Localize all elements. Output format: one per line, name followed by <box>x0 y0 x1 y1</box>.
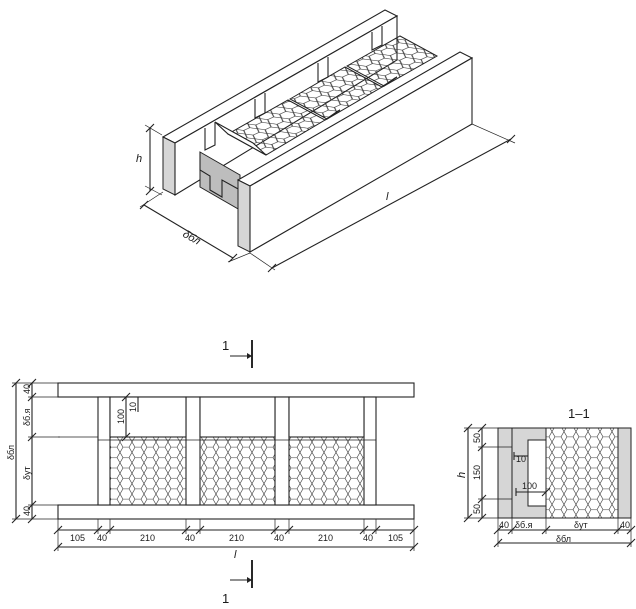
iso-label-length: l <box>386 191 389 203</box>
section-bottom-dim-0: 40 <box>499 520 509 530</box>
plan-diaphragm-4 <box>363 396 377 506</box>
plan-bottom-dim-3: 40 <box>185 533 195 543</box>
iso-back-wall-face <box>162 136 176 196</box>
plan-bottom-dim-5: 40 <box>274 533 284 543</box>
section-title: 1–1 <box>568 406 590 421</box>
section-bottom-dim-3: 40 <box>620 520 630 530</box>
section-inner-dim-10: 10 <box>516 454 526 464</box>
plan-diaphragm-1 <box>97 396 111 506</box>
section-bridge <box>511 427 547 519</box>
plan-bottom-dim-8: 105 <box>388 533 403 543</box>
plan-bottom-total: l <box>234 549 237 561</box>
section-insulation <box>545 427 619 519</box>
plan-insulation-2 <box>199 436 276 506</box>
plan-diaphragm-2 <box>185 396 201 506</box>
plan-left-dim-3: 40 <box>22 506 32 516</box>
iso-front-wall-end <box>237 179 251 253</box>
section-bottom-dim-2: δут <box>574 520 588 530</box>
section-inner-dim-100: 100 <box>522 481 537 491</box>
section-right-shell <box>617 427 632 519</box>
plan-diaphragm-3 <box>274 396 290 506</box>
isometric-view: h δбл l <box>136 9 516 273</box>
iso-label-width: δбл <box>181 228 203 248</box>
section-view: 1–1 50 150 50 h 10 <box>456 406 636 548</box>
section-bottom-dim-1: δб.я <box>515 520 533 530</box>
plan-bottom-dim-2: 210 <box>140 533 155 543</box>
plan-left-dim-0: 40 <box>22 384 32 394</box>
plan-top-wall <box>57 382 415 398</box>
plan-bottom-wall <box>57 504 415 520</box>
iso-fill-slab-3 <box>345 35 439 87</box>
plan-inner-dim-100: 100 <box>116 409 126 424</box>
section-left-dim-1: 150 <box>472 465 482 480</box>
plan-insulation-3 <box>288 436 365 506</box>
plan-bottom-dim-4: 210 <box>229 533 244 543</box>
plan-bottom-dim-0: 105 <box>70 533 85 543</box>
section-left-dim-0: 50 <box>472 433 482 443</box>
iso-label-h: h <box>136 153 142 165</box>
plan-left-dim-2: δут <box>22 466 32 480</box>
section-left-dim-2: 50 <box>472 504 482 514</box>
plan-section-mark-bottom: 1 <box>222 591 229 606</box>
plan-inner-dim-10: 10 <box>128 402 138 412</box>
section-left-shell <box>497 427 513 519</box>
plan-section-mark-top: 1 <box>222 338 229 353</box>
plan-bottom-dim-1: 40 <box>97 533 107 543</box>
plan-insulation-1 <box>109 436 187 506</box>
plan-bottom-dim-7: 40 <box>363 533 373 543</box>
section-left-total: h <box>456 472 468 478</box>
plan-left-total: δбл <box>6 445 16 460</box>
plan-view: 1 1 40 δб.я δут 40 δбл <box>6 338 419 606</box>
plan-bottom-dim-6: 210 <box>318 533 333 543</box>
plan-left-dim-1: δб.я <box>22 408 32 426</box>
section-bottom-total: δбл <box>556 534 571 544</box>
